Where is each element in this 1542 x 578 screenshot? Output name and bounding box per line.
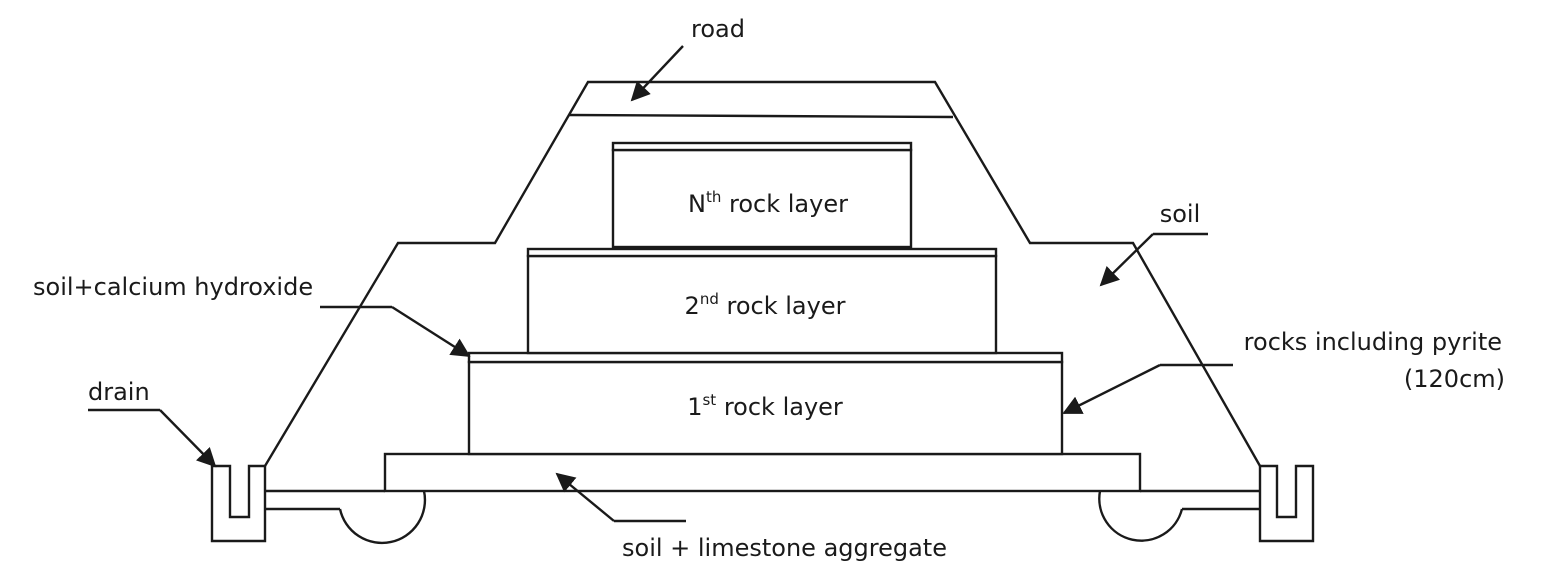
soil-calcium-hydroxide-arrow [391, 305, 471, 358]
drain-label: drain [88, 378, 150, 406]
second-rock-layer-label: 2nd rock layer [685, 290, 846, 320]
soil-arrow [1099, 233, 1154, 287]
rocks-pyrite-label: rocks including pyrite [1244, 328, 1502, 356]
drain-arrow [159, 409, 217, 468]
second-rock-layer [526, 254, 998, 355]
soil-limestone-label: soil + limestone aggregate [622, 534, 947, 562]
embankment-outline [263, 80, 1262, 467]
limestone-aggregate-base [383, 452, 1142, 493]
left-drain [210, 464, 267, 543]
first-rock-layer-label: 1st rock layer [687, 391, 843, 421]
right-pipe-bulb [1098, 490, 1184, 542]
rocks-pyrite-arrow [1062, 363, 1161, 415]
nth-calcium-hydroxide-strip [611, 141, 913, 152]
soil-calcium-hydroxide-label: soil+calcium hydroxide [33, 273, 313, 301]
second-calcium-hydroxide-strip [526, 247, 998, 258]
soil-limestone-arrow [555, 472, 615, 522]
nth-rock-layer-label: Nth rock layer [688, 188, 848, 218]
first-calcium-hydroxide-strip [467, 351, 1064, 364]
soil-label: soil [1160, 200, 1201, 228]
road-label: road [691, 15, 745, 43]
road-layer-line [568, 113, 954, 119]
right-drain [1258, 464, 1315, 543]
left-pipe-bulb [338, 490, 427, 545]
rocks-pyrite-thickness-label: (120cm) [1404, 365, 1505, 393]
first-rock-layer [467, 360, 1064, 456]
road-arrow [630, 45, 684, 102]
